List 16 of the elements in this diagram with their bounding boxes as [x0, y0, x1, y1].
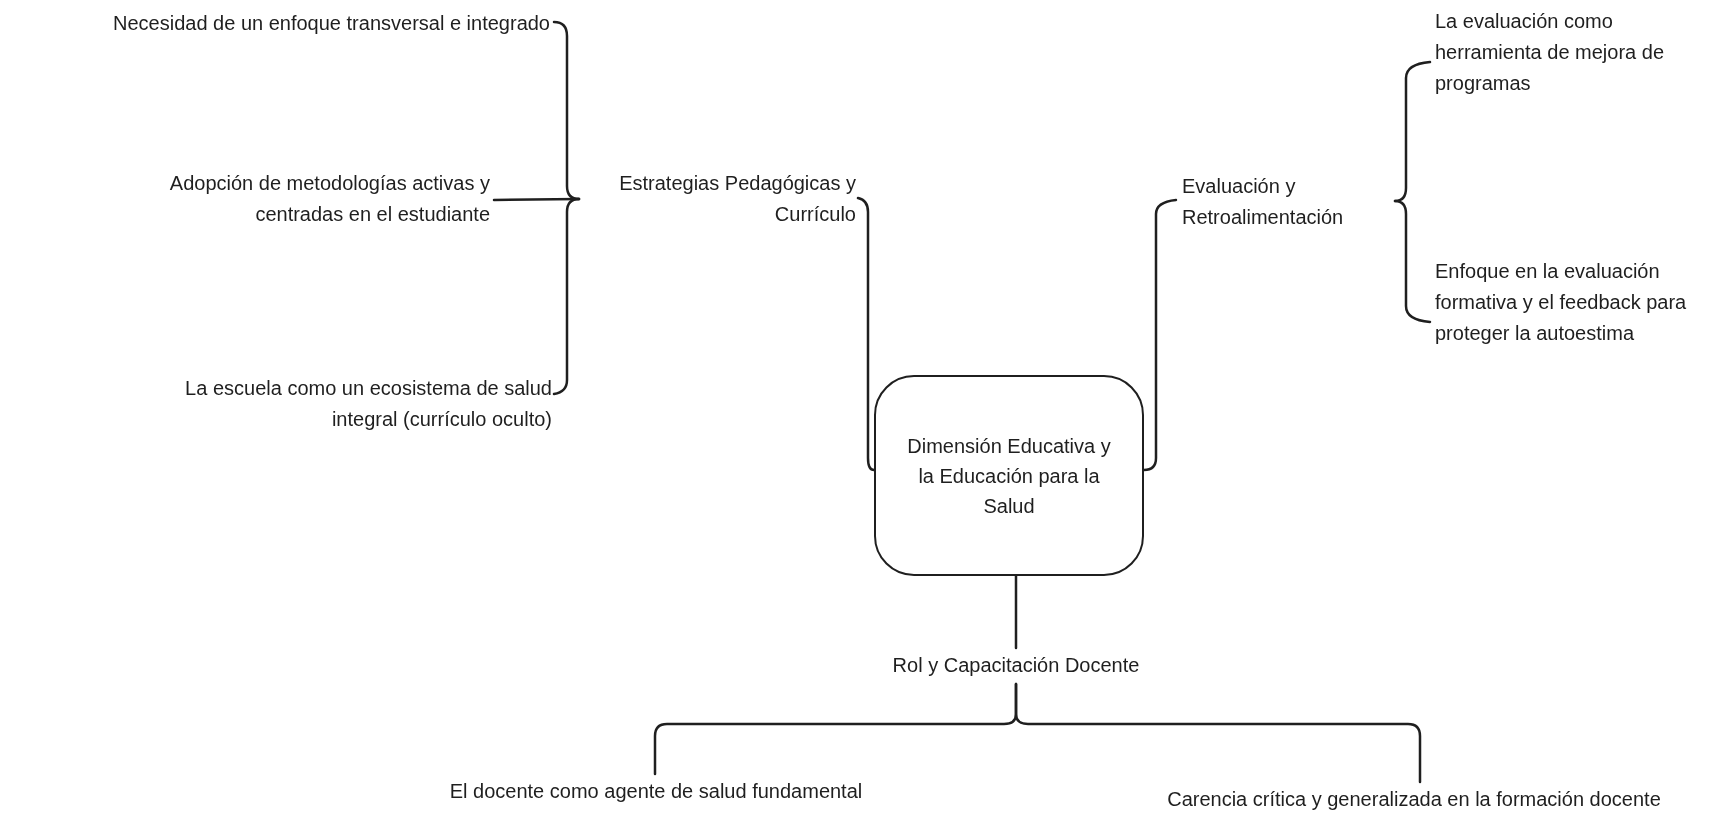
topic-label: Enfoque en la evaluación formativa y el feedback para proteger la autoestima: [1435, 256, 1715, 349]
connector-line: [856, 196, 876, 472]
topic-label: Carencia crítica y generalizada en la formación docente: [1110, 784, 1718, 815]
topic-label: Necesidad de un enfoque transversal e integrado: [0, 8, 550, 39]
connector-line: [1393, 199, 1432, 324]
topic-label: Evaluación y Retroalimentación: [1182, 171, 1382, 233]
connector-line: [1014, 574, 1018, 650]
topic-label: Adopción de metodologías activas y centradas en el estudiante: [90, 168, 490, 230]
topic-label: La evaluación como herramienta de mejora de programas: [1435, 6, 1700, 99]
connector-line: [1014, 682, 1422, 784]
topic-label: El docente como agente de salud fundamental: [406, 776, 906, 807]
topic-box: Dimensión Educativa y la Educación para la Salud: [874, 375, 1144, 576]
connector-line: [1142, 198, 1178, 472]
topic-label: Estrategias Pedagógicas y Currículo: [580, 168, 856, 230]
topic-label: Rol y Capacitación Docente: [856, 650, 1176, 681]
topic-label: La escuela como un ecosistema de salud integral (currículo oculto): [160, 373, 552, 435]
